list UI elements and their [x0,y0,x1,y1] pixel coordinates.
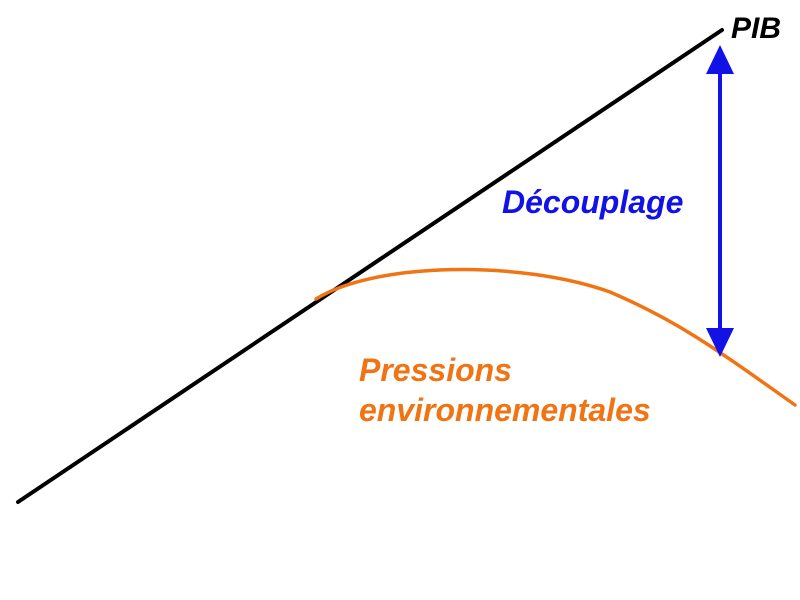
decoupling-arrow-head-up [706,45,734,74]
gdp-label: PIB [731,12,782,45]
decoupling-double-arrow [706,45,734,357]
environmental-pressure-curve [314,267,797,407]
environmental-pressure-label: Pressions environnementales [359,350,651,430]
decoupling-arrow-head-down [706,328,734,357]
decoupling-label: Découplage [502,184,684,220]
gdp-line [16,28,724,504]
environmental-pressure-label-line2: environnementales [359,392,651,428]
environmental-pressure-label-line1: Pressions [359,352,512,388]
